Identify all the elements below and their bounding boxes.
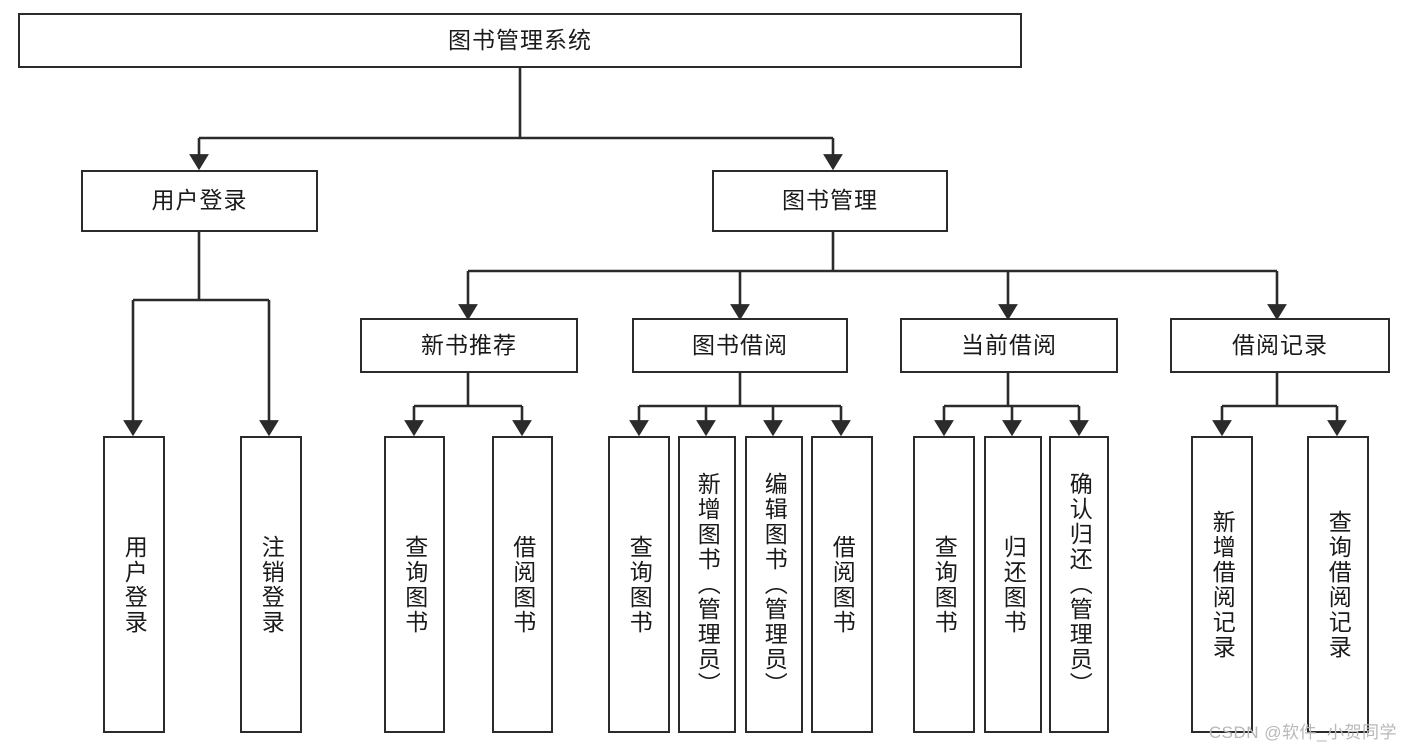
- node-label: 查询借阅记录: [1325, 509, 1352, 660]
- node-label: 新增借阅记录: [1209, 509, 1236, 660]
- node-label: 查询图书: [931, 534, 958, 635]
- node-root-system[interactable]: 图书管理系统: [18, 13, 1022, 68]
- node-leaf-query-book-borrow[interactable]: 查询图书: [608, 436, 670, 733]
- node-label: 借阅记录: [1232, 331, 1328, 358]
- node-label: 当前借阅: [961, 331, 1057, 358]
- node-leaf-add-borrow-record[interactable]: 新增借阅记录: [1191, 436, 1253, 733]
- node-leaf-borrow-book-recommend[interactable]: 借阅图书: [492, 436, 553, 733]
- node-leaf-borrow-book[interactable]: 借阅图书: [811, 436, 873, 733]
- node-current-borrow[interactable]: 当前借阅: [900, 318, 1118, 373]
- node-label: 图书借阅: [692, 331, 788, 358]
- node-label: 用户登录: [151, 187, 248, 214]
- node-leaf-confirm-return-admin[interactable]: 确认归还（管理员）: [1049, 436, 1109, 733]
- node-borrow-record[interactable]: 借阅记录: [1170, 318, 1390, 373]
- node-label: 新书推荐: [421, 331, 517, 358]
- node-leaf-add-book-admin[interactable]: 新增图书（管理员）: [678, 436, 736, 733]
- node-label: 借阅图书: [829, 534, 856, 635]
- node-label: 注销登录: [258, 534, 285, 635]
- node-leaf-edit-book-admin[interactable]: 编辑图书（管理员）: [745, 436, 803, 733]
- node-label: 借阅图书: [509, 534, 536, 635]
- node-leaf-logout[interactable]: 注销登录: [240, 436, 302, 733]
- node-leaf-return-book[interactable]: 归还图书: [984, 436, 1042, 733]
- node-book-management[interactable]: 图书管理: [712, 170, 948, 232]
- node-book-borrow[interactable]: 图书借阅: [632, 318, 848, 373]
- node-leaf-query-book-current[interactable]: 查询图书: [913, 436, 975, 733]
- node-label: 编辑图书（管理员）: [761, 472, 788, 697]
- node-leaf-user-login[interactable]: 用户登录: [103, 436, 165, 733]
- node-label: 新增图书（管理员）: [694, 472, 721, 697]
- node-label: 用户登录: [121, 534, 148, 635]
- node-label: 图书管理系统: [448, 26, 592, 53]
- node-label: 查询图书: [626, 534, 653, 635]
- node-label: 图书管理: [782, 187, 878, 214]
- node-user-login[interactable]: 用户登录: [81, 170, 318, 232]
- node-label: 确认归还（管理员）: [1066, 472, 1093, 697]
- node-label: 查询图书: [401, 534, 428, 635]
- node-leaf-query-book-recommend[interactable]: 查询图书: [384, 436, 445, 733]
- node-leaf-query-borrow-record[interactable]: 查询借阅记录: [1307, 436, 1369, 733]
- node-new-book-recommend[interactable]: 新书推荐: [360, 318, 578, 373]
- node-label: 归还图书: [1000, 534, 1027, 635]
